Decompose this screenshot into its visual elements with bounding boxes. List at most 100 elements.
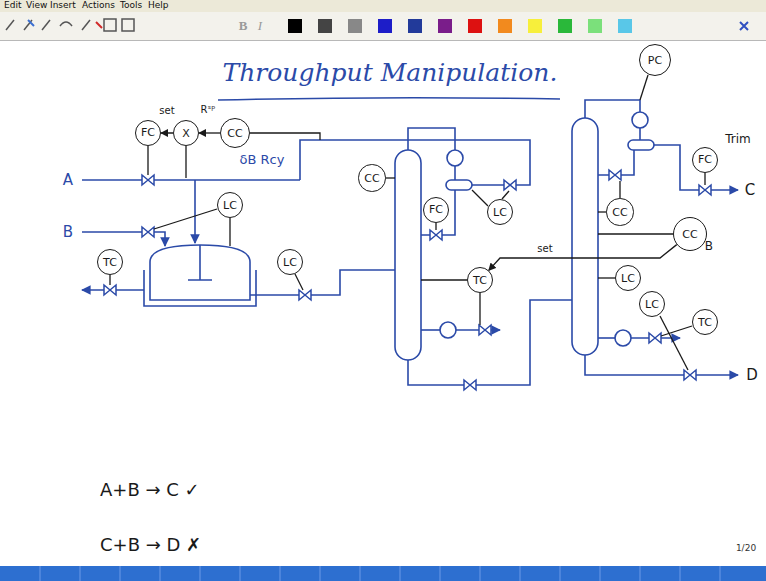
process-line (421, 329, 440, 331)
control-valve (504, 180, 516, 190)
edge-label: set (536, 243, 553, 254)
process-line (82, 179, 300, 181)
process-line (82, 100, 738, 385)
window-toolbar (60, 22, 72, 26)
signal-line (619, 181, 620, 199)
equipment-outline (188, 245, 212, 280)
controller-bubble: FC (692, 147, 718, 173)
status-bar (0, 566, 766, 581)
controller-bubble: TC (467, 267, 493, 293)
controller-tag: FC (698, 154, 712, 165)
window-toolbar (408, 19, 422, 33)
signal-line (250, 133, 320, 140)
window-toolbar (122, 19, 134, 31)
edge-label: set (158, 105, 175, 116)
controller-tag: LC (493, 207, 507, 218)
equipment-outline (447, 150, 463, 166)
signal-line (110, 75, 705, 370)
window-toolbar (42, 20, 50, 30)
window-toolbar (96, 22, 102, 28)
process-line (408, 300, 572, 385)
controller-tag: LC (223, 200, 237, 211)
process-line (194, 180, 196, 243)
signal-connector (489, 245, 677, 271)
signal-line (109, 275, 110, 285)
process-line (456, 329, 500, 331)
signal-line (472, 190, 488, 206)
window-toolbar (0, 0, 766, 41)
process-line (654, 145, 738, 190)
process-line (639, 128, 641, 140)
controller-bubble: LC (277, 249, 303, 275)
signal-line (185, 146, 186, 178)
controller-tag: PC (648, 55, 662, 66)
signal-line (421, 279, 467, 280)
window-toolbar (6, 20, 14, 30)
equipment-outline (615, 330, 631, 346)
control-valve (142, 175, 154, 185)
process-line (250, 270, 395, 295)
controller-tag: LC (283, 257, 297, 268)
equipment-outline (628, 140, 654, 150)
toolbar-button: B (239, 19, 248, 33)
controller-tag: FC (141, 127, 155, 138)
window-toolbar (740, 22, 748, 30)
control-valve (479, 325, 491, 335)
control-note: Trim (725, 133, 751, 146)
controller-tag: CC (682, 229, 697, 240)
toolbar-button: I (258, 19, 262, 33)
signal-line (704, 173, 705, 185)
menu-item: Actions (82, 1, 115, 11)
status-bar (40, 566, 720, 581)
window-toolbar (82, 20, 90, 30)
controller-bubble: FC (423, 197, 449, 223)
controller-tag: TC (698, 317, 712, 328)
menu-item: Insert (50, 1, 76, 11)
window-toolbar (588, 19, 602, 33)
reaction-equation: C+B → D ✗ (100, 535, 201, 555)
equipment-outline (144, 270, 256, 306)
equipment-outline (150, 245, 250, 300)
window-toolbar (0, 12, 766, 40)
window-toolbar (0, 40, 766, 41)
control-valve (430, 230, 442, 240)
controller-bubble: TC (97, 249, 123, 275)
control-valve (299, 290, 311, 300)
signal-connector (161, 132, 173, 133)
process-line (454, 166, 456, 180)
process-line (421, 190, 455, 235)
signal-line (435, 223, 436, 230)
window-toolbar (28, 20, 34, 26)
controller-bubble: CCB (673, 217, 707, 251)
controller-bubble: PC (639, 44, 671, 76)
controller-tag: FC (429, 204, 443, 215)
signal-line (479, 293, 480, 325)
equipment-outline (632, 112, 648, 128)
signal-line (640, 75, 648, 100)
controller-bubble: LC (639, 291, 665, 317)
window-toolbar (558, 19, 572, 33)
process-line (300, 140, 530, 185)
menu-item: Edit (4, 1, 21, 11)
window-toolbar (104, 19, 116, 31)
status-bar (0, 566, 766, 581)
control-valve (464, 380, 476, 390)
window-toolbar (438, 19, 452, 33)
equipment-outline (446, 180, 472, 190)
signal-line (229, 218, 230, 246)
stream-label: A (63, 172, 73, 189)
controller-bubble: TC (692, 309, 718, 335)
controller-subscript: B (705, 240, 713, 252)
equipment-outline (572, 118, 598, 355)
control-valve (104, 285, 116, 295)
controller-tag: X (182, 128, 190, 139)
window-toolbar (468, 19, 482, 33)
process-line (598, 337, 615, 339)
signal-line (154, 209, 217, 229)
signal-connector (199, 132, 220, 133)
control-valve (142, 227, 154, 237)
control-valve (649, 333, 661, 343)
controller-bubble: LC (217, 192, 243, 218)
